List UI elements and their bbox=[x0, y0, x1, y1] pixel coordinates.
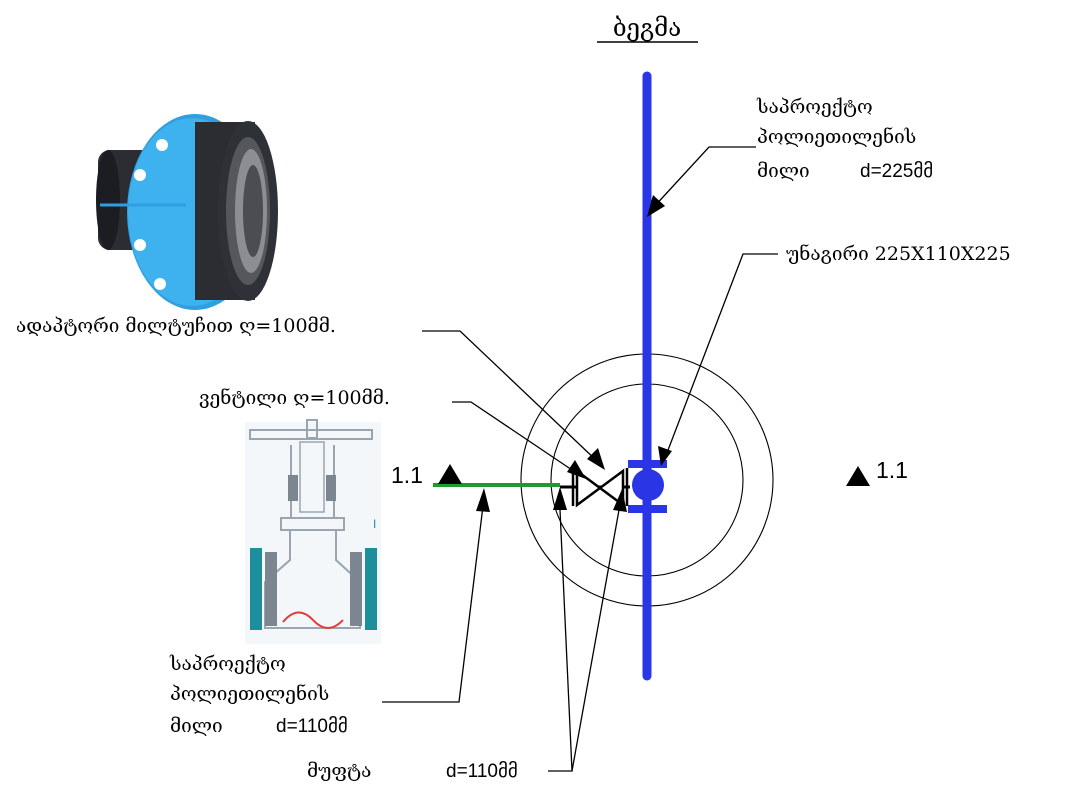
valve-leader-arrow bbox=[567, 460, 586, 479]
coupling-leader-arrow-b bbox=[613, 489, 627, 512]
tee-leader-arrow bbox=[658, 446, 672, 466]
coupling-leader-a bbox=[548, 509, 573, 772]
branch-pipe-label-line3-value: d=110მმ bbox=[276, 715, 348, 737]
valve-label: ვენტილი ღ=100მმ. bbox=[199, 387, 390, 409]
diagram-title: ბეგმა bbox=[613, 14, 681, 42]
section-mark-left: 1.1 bbox=[391, 462, 462, 488]
coupling-label-word: მუფტა bbox=[307, 760, 371, 782]
adapter-label: ადაპტორი მილტუჩით ღ=100მმ. bbox=[16, 315, 336, 337]
main-pipe-label-line3-value: d=225მმ bbox=[860, 160, 933, 182]
section-mark-right: 1.1 bbox=[846, 457, 908, 486]
main-pipe-label-line2: პოლიეთილენის bbox=[757, 126, 916, 148]
main-pipe-leader-arrow bbox=[647, 195, 665, 217]
branch-pipe-label-line3-word: მილი bbox=[170, 715, 223, 737]
gate-valve-illustration: I bbox=[245, 419, 381, 644]
coupling-leader-b bbox=[571, 509, 620, 772]
valve-leader bbox=[452, 401, 579, 475]
branch-pipe-leader-arrow bbox=[476, 488, 490, 512]
branch-pipe-label-line1: საპროექტო bbox=[169, 653, 286, 675]
main-pipe-label-line3-word: მილი bbox=[757, 160, 810, 182]
section-mark-right-text: 1.1 bbox=[876, 457, 908, 483]
adapter-leader-arrow bbox=[587, 448, 605, 470]
adapter-leader bbox=[422, 330, 599, 463]
coupling-label-value: d=110მმ bbox=[446, 760, 518, 782]
main-pipe-label-line1: საპროექტო bbox=[756, 96, 873, 118]
branch-pipe-label-line2: პოლიეთილენის bbox=[170, 683, 329, 705]
adapter-flange-illustration bbox=[96, 114, 278, 310]
coupling-leader-arrow-a bbox=[553, 487, 567, 510]
tee-fitting bbox=[628, 460, 667, 513]
branch-pipe-leader bbox=[382, 505, 484, 703]
gate-valve-illustration-mark: I bbox=[373, 517, 376, 531]
valve-symbol bbox=[571, 468, 629, 508]
main-pipe-leader bbox=[651, 146, 756, 210]
main-pipe-label: საპროექტო პოლიეთილენის მილი d=225მმ bbox=[756, 96, 933, 182]
branch-pipe-label: საპროექტო პოლიეთილენის მილი d=110მმ bbox=[169, 653, 348, 737]
section-mark-left-text: 1.1 bbox=[391, 462, 423, 488]
tee-label: უნაგირი 225X110X225 bbox=[786, 243, 1011, 265]
tee-leader bbox=[664, 253, 778, 459]
